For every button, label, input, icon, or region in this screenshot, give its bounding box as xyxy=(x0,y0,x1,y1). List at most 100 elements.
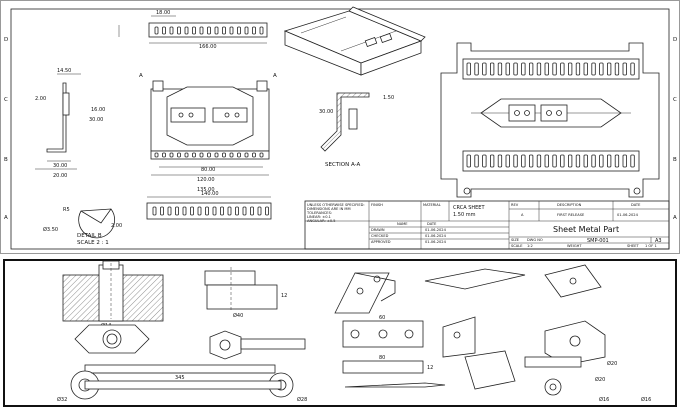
slot xyxy=(505,154,510,168)
slot xyxy=(207,152,211,158)
slot xyxy=(220,206,224,216)
row-label-b: B xyxy=(4,157,8,163)
dim-16: 16.00 xyxy=(91,107,105,113)
note-4: LINEAR: ±0.1 xyxy=(307,215,331,219)
detail-title: DETAIL B xyxy=(77,233,102,239)
sheet-label: SHEET xyxy=(627,244,640,248)
date-col-label: DATE xyxy=(427,222,437,226)
slot xyxy=(152,206,157,216)
gal-dim-80: 80 xyxy=(379,355,385,361)
row-label-a: A xyxy=(4,215,8,221)
slot xyxy=(529,154,534,168)
detail-dim-2: 2.00 xyxy=(111,223,122,229)
dim-1-5: 1.50 xyxy=(383,95,394,101)
slot xyxy=(552,154,557,168)
weight-label: WEIGHT xyxy=(567,244,582,248)
slot xyxy=(162,26,166,35)
material-label: MATERIAL xyxy=(423,203,441,207)
role-drawn: DRAWN xyxy=(371,228,385,232)
gal-dim-d20: Ø20 xyxy=(607,360,617,367)
slot xyxy=(192,152,196,158)
scale-value: 1:2 xyxy=(527,244,533,248)
slot xyxy=(466,154,471,168)
slot xyxy=(591,154,596,168)
slot xyxy=(489,62,495,76)
slot xyxy=(482,154,487,168)
slot xyxy=(184,26,189,35)
slot xyxy=(521,62,526,76)
slot xyxy=(229,152,234,158)
slot xyxy=(544,154,549,168)
section-mark-left: A xyxy=(139,73,143,79)
slot xyxy=(207,26,211,35)
cylinder-cap-view: Ø40 12 xyxy=(204,267,287,319)
slot xyxy=(169,152,174,158)
rev-date: 01-06-2024 xyxy=(617,213,639,217)
row-label-a-right: A xyxy=(673,215,677,221)
slot xyxy=(162,152,166,158)
dim-14-5: 14.50 xyxy=(57,68,71,74)
slot xyxy=(529,62,534,76)
detail-scale: SCALE 2 : 1 xyxy=(77,240,109,246)
slot xyxy=(583,154,588,168)
slot xyxy=(259,152,264,158)
rev-value: A xyxy=(521,213,524,217)
gal-dim-d40: Ø40 xyxy=(233,312,243,319)
slot xyxy=(575,154,581,168)
row-label-b-right: B xyxy=(673,157,677,163)
slot xyxy=(205,206,209,216)
slot xyxy=(614,62,620,76)
slot xyxy=(552,62,557,76)
hex-nut-view xyxy=(74,324,150,354)
sheet-value: 1 OF 1 xyxy=(645,244,657,248)
slot xyxy=(622,154,627,168)
scale-label: SCALE xyxy=(511,244,523,248)
slot xyxy=(614,154,620,168)
slot xyxy=(169,26,174,35)
dim-120: 120.00 xyxy=(197,177,215,183)
description-col-header: DESCRIPTION xyxy=(557,203,582,207)
slot xyxy=(630,62,635,76)
finish-label: FINISH xyxy=(371,203,383,207)
gal-dim-d28: Ø28 xyxy=(297,396,307,403)
slot xyxy=(192,26,196,35)
gal-dim-345: 345 xyxy=(175,375,185,381)
slot xyxy=(513,154,518,168)
section-mark-right: A xyxy=(273,73,277,79)
slot xyxy=(177,152,181,158)
material-value: CRCA SHEET xyxy=(453,205,485,211)
top-view: 18.00 166.00 xyxy=(118,10,268,50)
gal-dim-12: 12 xyxy=(281,293,287,299)
parts-gallery: Ø14 345 Ø32 Ø28 Ø40 12 xyxy=(3,259,677,407)
iso-parts-group: Ø20 Ø20 Ø16 Ø16 xyxy=(424,264,651,403)
slot xyxy=(160,206,164,216)
slot xyxy=(190,206,194,216)
slot xyxy=(599,154,604,168)
slot xyxy=(591,62,596,76)
note-5: ANGULAR: ±0.5 xyxy=(307,219,336,223)
row-label-c: C xyxy=(4,97,8,103)
slot xyxy=(252,26,256,35)
slot xyxy=(227,206,232,216)
slot xyxy=(175,206,179,216)
slot xyxy=(583,62,588,76)
drawing-canvas: D C B A D C B A 18.00 166.00 14.50 2.00 … xyxy=(4,6,677,250)
slot xyxy=(177,26,181,35)
slot xyxy=(184,152,189,158)
dwg-number: SMP-001 xyxy=(587,238,609,244)
gal-dim-60: 60 xyxy=(379,315,385,321)
slot xyxy=(259,26,264,35)
slot xyxy=(182,206,187,216)
slot xyxy=(154,152,159,158)
note-3: TOLERANCES: xyxy=(306,211,332,215)
slot xyxy=(622,62,627,76)
slot xyxy=(607,62,612,76)
rev-description: FIRST RELEASE xyxy=(557,213,585,217)
rev-col-header: REV xyxy=(511,203,519,207)
pin-view xyxy=(344,382,446,388)
flat-pattern-view xyxy=(440,42,660,198)
isometric-view xyxy=(283,6,426,76)
gal-dim-d16b: Ø16 xyxy=(641,396,651,403)
slot xyxy=(167,206,172,216)
gal-dim-12b: 12 xyxy=(427,365,433,371)
